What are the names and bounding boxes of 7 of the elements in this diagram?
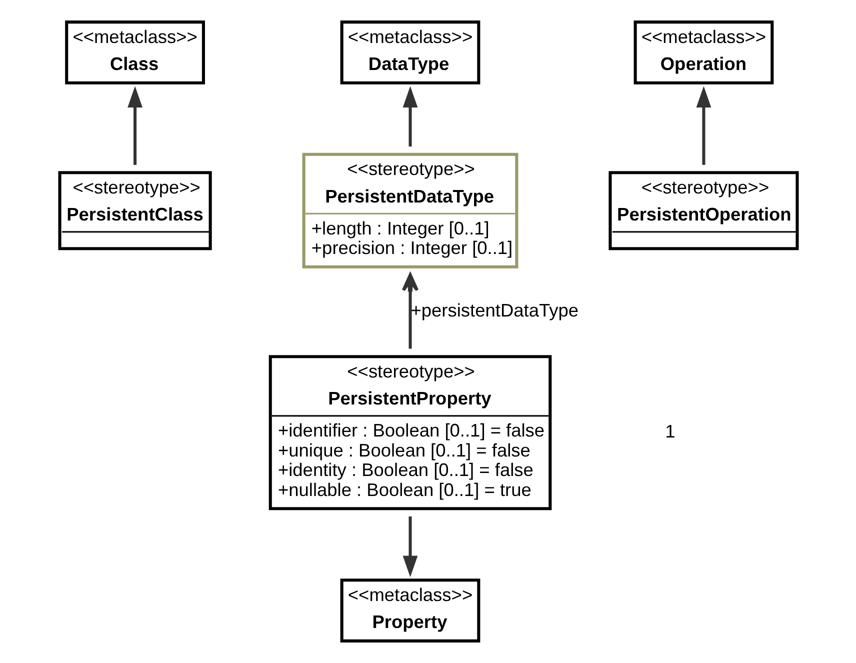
arrow [127,86,142,165]
arrow [401,273,418,349]
arrow [402,516,418,578]
arrow [696,86,711,165]
label: 1 [664,420,675,442]
arrow [402,86,418,147]
edge-label: +persistentDataType [410,299,578,320]
